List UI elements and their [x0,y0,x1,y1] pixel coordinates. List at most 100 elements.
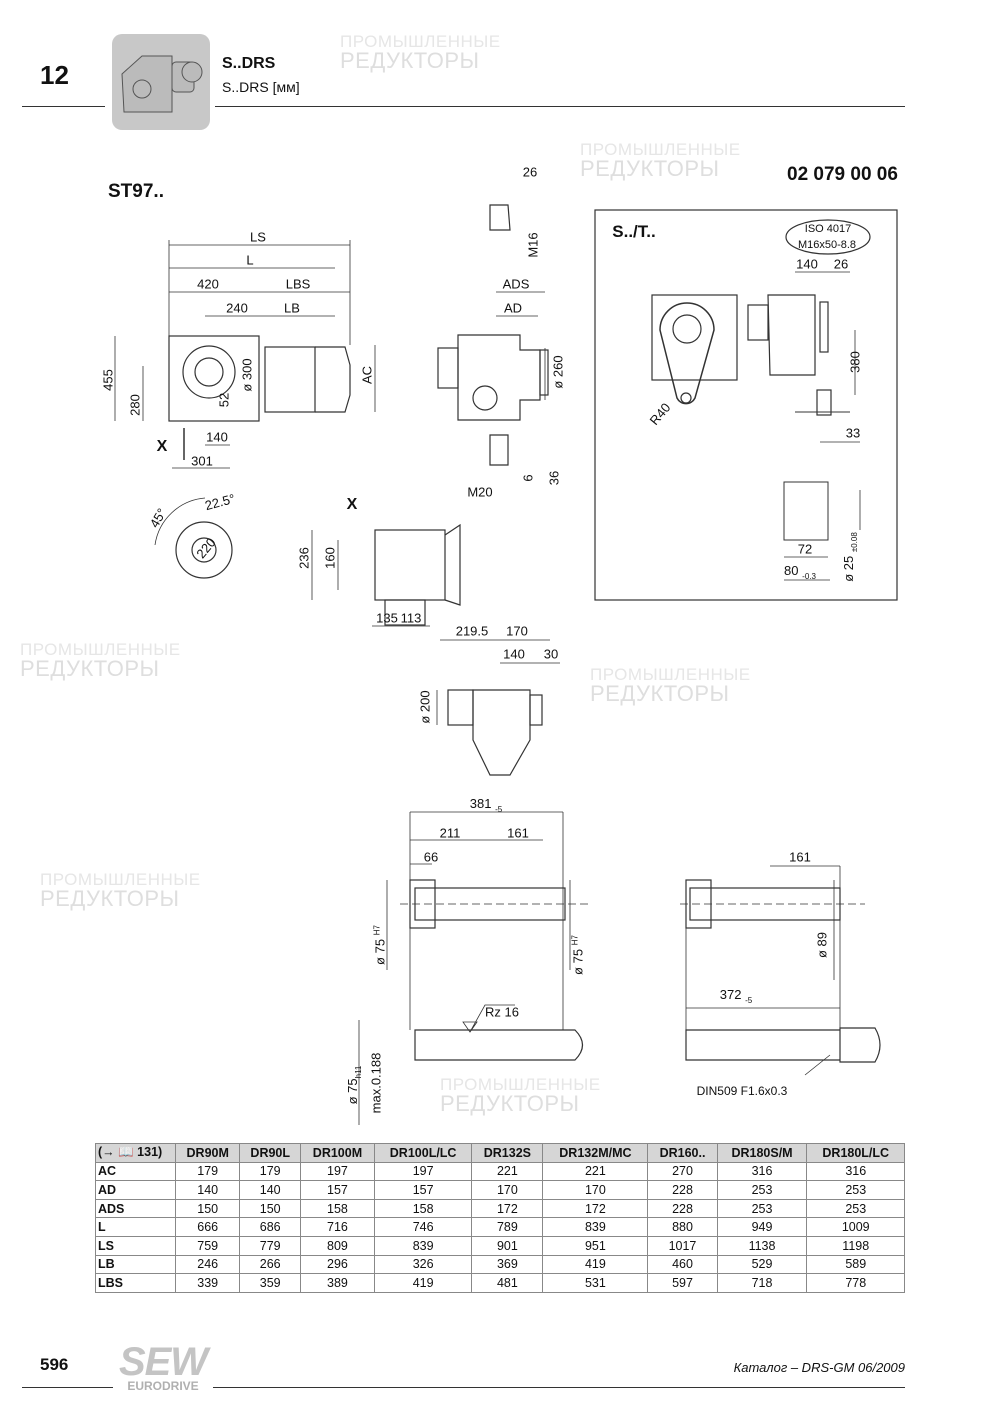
column-header: DR132M/MC [542,1143,649,1163]
sew-eurodrive-logo: SEW EURODRIVE [113,1342,213,1393]
column-header: DR180L/LC [806,1143,905,1163]
roughness-rz16: Rz 16 [485,1004,519,1020]
table-cell: 839 [542,1217,649,1237]
table-cell: 228 [647,1180,718,1200]
column-header: DR90M [174,1143,241,1163]
table-cell: 170 [471,1180,544,1200]
table-cell: 460 [647,1254,718,1275]
table-cell: 150 [239,1198,302,1219]
table-cell: 179 [239,1161,302,1182]
table-cell: 172 [542,1198,649,1219]
dim-420: 420 [197,276,219,292]
table-cell: 778 [806,1273,905,1293]
table-cell: 1017 [647,1235,718,1256]
table-cell: 197 [373,1161,473,1182]
table-cell: 880 [647,1217,718,1237]
torque-arm-frame [594,209,898,601]
dim-36: 36 [546,470,562,486]
table-cell: 140 [174,1180,241,1200]
table-cell: 221 [542,1161,649,1182]
dim-72: 72 [797,541,813,557]
table-cell: 718 [716,1273,808,1293]
dim-75-h11: ø 75h11 [345,1065,363,1105]
dim-ad: AD [503,300,523,316]
table-cell: 158 [373,1198,473,1219]
table-cell: 197 [300,1161,375,1182]
table-cell: 253 [806,1180,905,1200]
dim-161: 161 [507,825,529,841]
torque-arm-title: S../T.. [612,222,656,241]
dim-66: 66 [423,849,439,865]
dim-33: 33 [845,425,861,441]
dim-6: 6 [520,474,536,482]
table-cell: 316 [806,1161,905,1182]
table-cell: 759 [174,1235,241,1256]
dim-140c: 140 [796,256,818,272]
table-cell: 949 [716,1217,808,1237]
dim-80: 80 -0.3 [784,563,816,581]
view-x-title: X [346,496,358,513]
dim-75-h7b: ø 75 H7 [570,935,586,975]
bolt-standard: ISO 4017 [804,223,852,235]
table-cell: 419 [373,1273,473,1293]
table-cell: 140 [239,1180,302,1200]
page-number: 596 [40,1355,69,1374]
table-cell: 270 [647,1161,718,1182]
dim-372: 372 -5 [719,987,753,1005]
dim-l: L [246,252,254,268]
table-cell: 419 [542,1254,649,1275]
dim-240: 240 [226,300,248,316]
motor-body [264,346,316,413]
chapter-number: 12 [40,60,69,90]
dim-ads: ADS [502,276,530,292]
row-label: L [95,1217,176,1237]
table-corner: (→ 📖 131) [95,1143,176,1163]
table-cell: 481 [471,1273,544,1293]
table-cell: 839 [373,1235,473,1256]
table-cell: 369 [471,1254,544,1275]
column-header: DR132S [471,1143,544,1163]
table-cell: 1198 [806,1235,905,1256]
dim-26b: 26 [833,256,849,272]
dim-455: 455 [100,369,116,391]
catalog-reference: Каталог – DRS-GM 06/2009 [733,1360,905,1375]
table-cell: 221 [471,1161,544,1182]
dim-lbs: LBS [285,276,311,292]
table-cell: 339 [174,1273,241,1293]
gearmotor-icon [121,55,203,113]
document-number: 02 079 00 06 [787,164,898,185]
table-cell: 809 [300,1235,375,1256]
column-header: DR100M [300,1143,375,1163]
dim-260: ø 260 [550,355,566,389]
dim-89: ø 89 [814,931,830,959]
dim-30: 30 [543,646,559,662]
dim-52: 52 [216,392,232,408]
row-label: LBS [95,1273,176,1293]
dim-lb: LB [284,300,300,316]
table-cell: 529 [716,1254,808,1275]
dim-236: 236 [296,547,312,569]
gearbox-housing [168,335,260,422]
table-cell: 266 [239,1254,302,1275]
dim-m20: M20 [467,484,493,500]
table-cell: 686 [239,1217,302,1237]
table-cell: 951 [542,1235,649,1256]
table-cell: 1138 [716,1235,808,1256]
model-label: ST97.. [108,181,164,202]
table-cell: 779 [239,1235,302,1256]
table-cell: 716 [300,1217,375,1237]
page-title: S..DRS [222,55,276,72]
dim-140: 140 [206,429,228,445]
header-rule [215,106,905,107]
table-cell: 789 [471,1217,544,1237]
dim-113: 113 [400,610,422,626]
dim-301: 301 [191,453,213,469]
dim-ac: AC [359,365,375,385]
table-cell: 158 [300,1198,375,1219]
